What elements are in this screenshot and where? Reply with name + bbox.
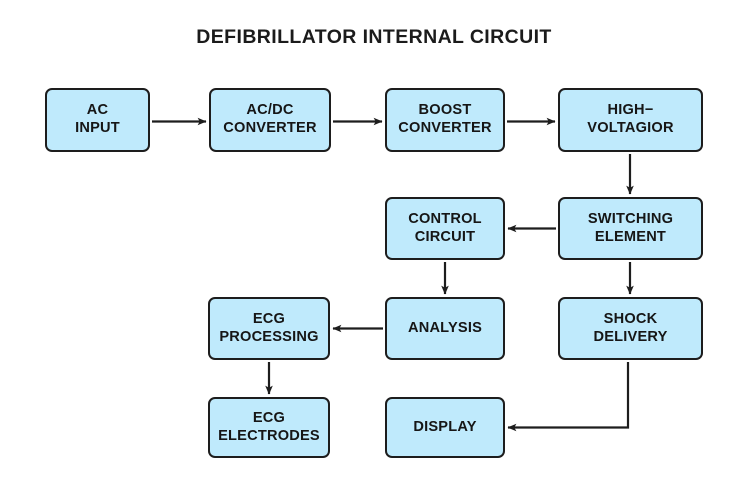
node-analysis[interactable]: ANALYSIS xyxy=(385,297,505,360)
node-high-voltagior-label: HIGH− VOLTAGIOR xyxy=(587,102,674,136)
node-ac-input[interactable]: AC INPUT xyxy=(45,88,150,152)
node-analysis-label: ANALYSIS xyxy=(407,319,483,336)
node-switching-element[interactable]: SWITCHING ELEMENT xyxy=(558,197,703,260)
node-control-circuit[interactable]: CONTROL CIRCUIT xyxy=(385,197,505,260)
node-control-circuit-label: CONTROL CIRCUIT xyxy=(408,210,482,245)
node-shock-delivery[interactable]: SHOCK DELIVERY xyxy=(558,297,703,360)
node-ecg-processing[interactable]: ECG PROCESSING xyxy=(208,297,330,360)
node-boost-converter[interactable]: BOOST CONVERTER xyxy=(385,88,505,152)
node-high-voltagior[interactable]: HIGH− VOLTAGIOR xyxy=(558,88,703,152)
page-title: DEFIBRILLATOR INTERNAL CIRCUIT xyxy=(196,26,552,48)
node-ac-dc-converter-label: AC/DC CONVERTER xyxy=(223,102,317,136)
node-ac-input-label: AC INPUT xyxy=(75,102,120,136)
node-ac-dc-converter[interactable]: AC/DC CONVERTER xyxy=(209,88,331,152)
node-boost-converter-label: BOOST CONVERTER xyxy=(398,102,492,136)
edge-shock-delivery-to-display xyxy=(507,362,630,432)
node-shock-delivery-label: SHOCK DELIVERY xyxy=(593,310,668,345)
node-switching-element-label: SWITCHING ELEMENT xyxy=(587,210,674,245)
node-ecg-electrodes[interactable]: ECG ELECTRODES xyxy=(208,397,330,458)
node-display[interactable]: DISPLAY xyxy=(385,397,505,458)
node-display-label: DISPLAY xyxy=(413,418,477,435)
node-ecg-processing-label: ECG PROCESSING xyxy=(219,310,319,345)
node-ecg-electrodes-label: ECG ELECTRODES xyxy=(218,409,320,444)
